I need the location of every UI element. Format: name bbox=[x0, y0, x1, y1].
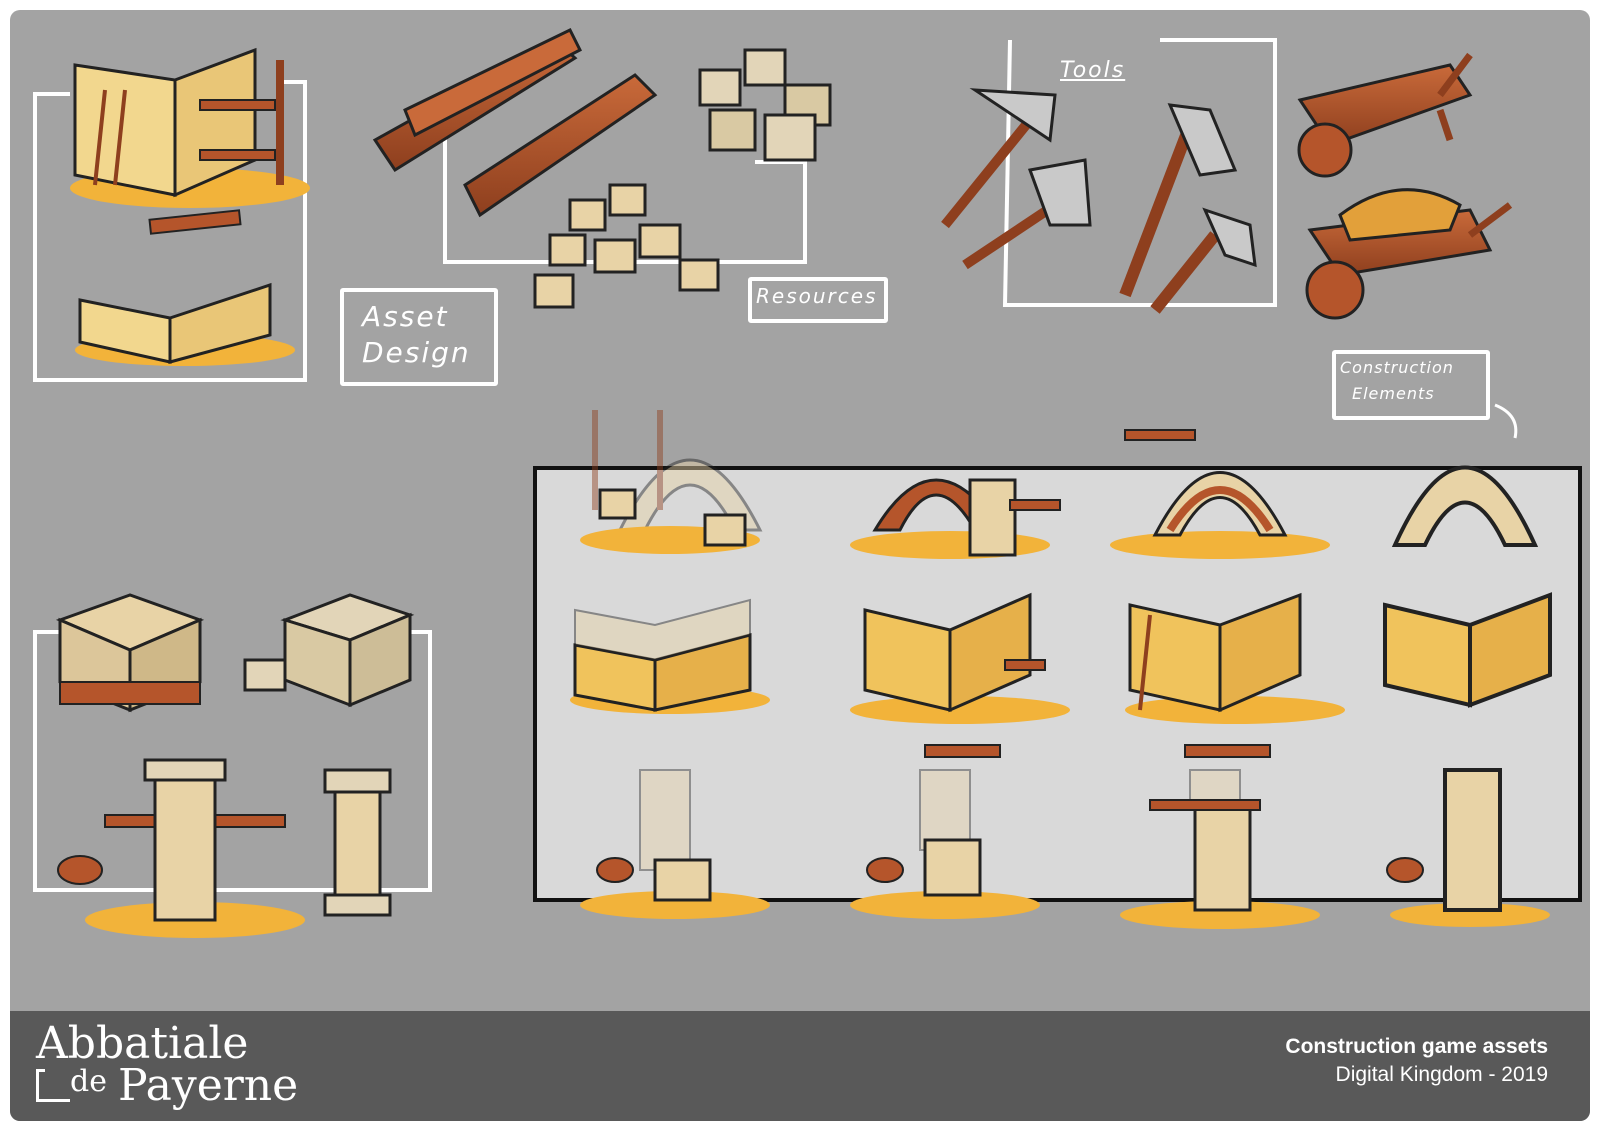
wall-stage-3 bbox=[1125, 592, 1345, 758]
axe-large-sketch bbox=[1119, 103, 1238, 298]
resources-label: Resources bbox=[756, 284, 878, 308]
arch-stage-2 bbox=[850, 478, 1061, 559]
wall-stage-2 bbox=[850, 592, 1070, 758]
pillar-stage-1 bbox=[580, 769, 770, 919]
pickaxe-sketch bbox=[941, 88, 1057, 229]
arch-stage-1-stones bbox=[580, 488, 760, 554]
stone-pile-upper bbox=[698, 48, 832, 162]
pillar-stage-2 bbox=[850, 769, 1040, 919]
construction-label-line2: Elements bbox=[1352, 384, 1435, 403]
asset-design-label-line2: Design bbox=[362, 336, 471, 369]
axe-small-sketch bbox=[962, 158, 1092, 270]
arch-stage-3 bbox=[1110, 429, 1330, 559]
footer-bar: Abbatiale de Payerne Construction game a… bbox=[10, 1011, 1590, 1121]
stone-block-stack-1 bbox=[55, 593, 205, 713]
frame-tools bbox=[1002, 38, 1277, 307]
arch-complete bbox=[1391, 465, 1539, 547]
timber-beams bbox=[372, 28, 658, 218]
wall-stage-1 bbox=[570, 598, 770, 714]
logo-rule-icon bbox=[36, 1069, 45, 1102]
wall-scaffold-sketch bbox=[70, 47, 310, 235]
wheelbarrow-empty bbox=[1297, 52, 1473, 178]
wall-complete bbox=[1383, 592, 1552, 708]
construction-arrow-icon bbox=[1494, 403, 1518, 439]
logo-abbatiale: Abbatiale bbox=[36, 1018, 249, 1069]
pillar-stage-3 bbox=[1120, 769, 1320, 929]
caption-subtitle: Digital Kingdom - 2019 bbox=[1335, 1063, 1548, 1086]
asset-design-label-line1: Asset bbox=[362, 300, 449, 333]
hammer-sketch bbox=[1150, 207, 1257, 314]
asset-design-label-box bbox=[340, 288, 498, 386]
arch-stage-1 bbox=[592, 410, 763, 532]
tools-label: Tools bbox=[1060, 58, 1126, 83]
pillar-finished-sketch bbox=[323, 768, 392, 917]
stone-pile-lower bbox=[533, 183, 720, 309]
logo-de: de bbox=[70, 1064, 107, 1099]
asset-artboard bbox=[33, 28, 1582, 938]
construction-label-box bbox=[1332, 350, 1490, 420]
pillar-complete bbox=[1386, 768, 1550, 927]
construction-label-line1: Construction bbox=[1340, 358, 1454, 377]
frame-resources bbox=[443, 110, 807, 264]
caption-title: Construction game assets bbox=[1285, 1035, 1548, 1058]
concept-sheet: Asset Design Resources Tools Constructio… bbox=[10, 10, 1590, 1121]
pillar-scaffold-sketch bbox=[57, 758, 305, 938]
logo-payerne: Payerne bbox=[118, 1060, 299, 1111]
logo-rule-bottom-icon bbox=[36, 1099, 70, 1102]
wheelbarrow-loaded bbox=[1305, 188, 1513, 320]
low-wall-sketch bbox=[75, 282, 295, 366]
resources-label-box bbox=[748, 277, 888, 323]
frame-blocks-pillars bbox=[33, 630, 432, 892]
stone-block-stack-2 bbox=[243, 593, 415, 708]
frame-asset-walls bbox=[33, 80, 307, 382]
